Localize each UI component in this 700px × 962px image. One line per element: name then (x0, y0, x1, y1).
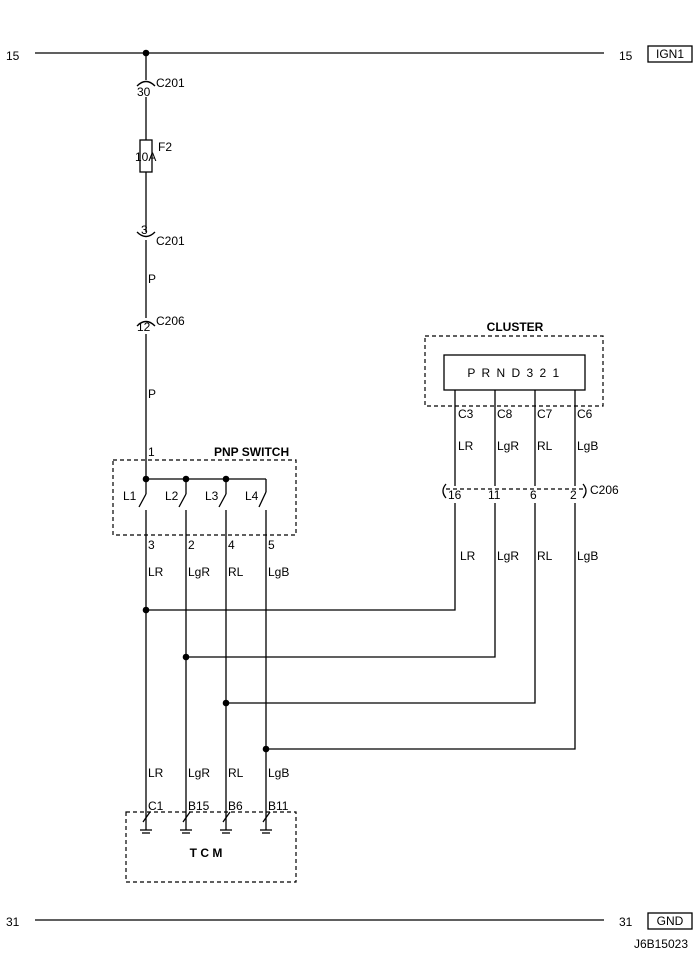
tcm-terminal-b11-icon (260, 811, 272, 834)
c201-bottom-pin: 3 (141, 223, 148, 237)
cluster-lower-wire-color-4: LgB (577, 549, 598, 563)
connector-c201-bottom-symbol (136, 231, 156, 238)
c201-top-name: C201 (156, 76, 185, 90)
pnp-switch: PNP SWITCH 1 L1 L2 L3 L4 3 2 4 5 LR LgR … (112, 445, 297, 579)
junction-lr (142, 606, 150, 614)
pnp-switch-input-pin: 1 (148, 445, 155, 459)
pnp-wire-color-1: LR (148, 565, 164, 579)
tcm-terminal-b6-icon (220, 811, 232, 834)
pnp-wire-color-4: LgB (268, 565, 289, 579)
cluster-wire-color-3: RL (537, 439, 553, 453)
top-rail-tag-box (647, 45, 693, 63)
cluster-lower-wire-color-3: RL (537, 549, 553, 563)
cluster-pin-c7: C7 (537, 407, 553, 421)
bottom-rail-left-number: 31 (6, 915, 20, 929)
cluster-wire-color-1: LR (458, 439, 474, 453)
top-rail: 15 15 IGN1 (6, 45, 693, 63)
cluster-pin-c8: C8 (497, 407, 513, 421)
crossover-lgb (266, 503, 576, 750)
pnp-contact-label-l1: L1 (123, 489, 137, 503)
crossover-wires (142, 503, 576, 753)
pnp-wire-color-3: RL (228, 565, 244, 579)
pnp-bus-junction-2 (182, 475, 190, 483)
supply-line: 30 C201 F2 10A 3 C201 P 12 C206 P (135, 53, 185, 479)
cluster-lower-wire-color-1: LR (460, 549, 476, 563)
figure-id: J6B15023 (634, 937, 688, 951)
top-rail-right-number: 15 (619, 49, 633, 63)
wire-color-p2: P (148, 387, 156, 401)
c206-pin-6: 6 (530, 488, 537, 502)
c201-top-pin: 30 (137, 85, 151, 99)
tcm-pin-c1: C1 (148, 799, 164, 813)
tcm-title: T C M (190, 846, 223, 860)
cluster-wire-color-2: LgR (497, 439, 519, 453)
c206-top-pin: 12 (137, 320, 151, 334)
pnp-contact-label-l2: L2 (165, 489, 179, 503)
c201-bottom-name: C201 (156, 234, 185, 248)
junction-lgb (262, 745, 270, 753)
c206-pin-2: 2 (570, 488, 577, 502)
tcm-terminal-c1-icon (140, 811, 152, 834)
tcm-pin-b11: B11 (268, 799, 289, 813)
cluster-display-box (443, 354, 586, 391)
c206-right-bracket (582, 483, 587, 499)
tcm-pin-b15: B15 (188, 799, 210, 813)
cluster-wire-color-4: LgB (577, 439, 598, 453)
junction-lgr (182, 653, 190, 661)
pnp-switch-boundary (112, 459, 297, 536)
tcm: LR LgR RL LgB C1 B15 B6 B11 (125, 766, 297, 883)
c206-left-bracket (442, 483, 447, 499)
pnp-output-pin-1: 3 (148, 538, 155, 552)
tcm-boundary (125, 811, 297, 883)
junction-rl (222, 699, 230, 707)
bottom-rail: 31 31 GND (6, 912, 693, 930)
top-rail-tag: IGN1 (656, 47, 684, 61)
pnp-bus-junction-3 (222, 475, 230, 483)
pnp-contact-label-l4: L4 (245, 489, 259, 503)
bottom-rail-tag: GND (657, 914, 684, 928)
pnp-bus-junction-1 (142, 475, 150, 483)
pnp-output-pin-2: 2 (188, 538, 195, 552)
tcm-terminal-b15-icon (180, 811, 192, 834)
switch-to-tcm-wires (145, 510, 267, 820)
top-rail-left-number: 15 (6, 49, 20, 63)
cluster-lower-wire-color-2: LgR (497, 549, 519, 563)
pnp-output-pin-4: 5 (268, 538, 275, 552)
connector-c201-top-symbol (136, 80, 156, 87)
pnp-contact-arm-l4 (258, 491, 267, 508)
pnp-contact-arm-l1 (138, 493, 147, 508)
cluster-title: CLUSTER (487, 320, 544, 334)
crossover-rl (226, 503, 536, 704)
c206-pin-16: 16 (448, 488, 462, 502)
fuse-name: F2 (158, 140, 172, 154)
cluster-boundary (424, 335, 604, 407)
cluster-pin-c6: C6 (577, 407, 593, 421)
tcm-wire-color-3: RL (228, 766, 244, 780)
connector-c206-top-symbol (136, 320, 156, 327)
pnp-contact-label-l3: L3 (205, 489, 219, 503)
c206-top-name: C206 (156, 314, 185, 328)
tcm-wire-color-4: LgB (268, 766, 289, 780)
pnp-output-pin-3: 4 (228, 538, 235, 552)
tcm-pin-b6: B6 (228, 799, 243, 813)
pnp-switch-title: PNP SWITCH (214, 445, 289, 459)
crossover-lgr (186, 503, 496, 658)
bottom-rail-tag-box (647, 912, 693, 930)
tcm-wire-color-1: LR (148, 766, 164, 780)
pnp-wire-color-2: LgR (188, 565, 210, 579)
bottom-rail-right-number: 31 (619, 915, 633, 929)
cluster-display: P R N D 3 2 1 (467, 366, 560, 380)
pnp-contact-arm-l3 (218, 493, 227, 508)
c206-pin-11: 11 (488, 488, 501, 502)
fuse-rating: 10A (135, 150, 156, 164)
c206-name: C206 (590, 483, 619, 497)
pnp-contact-arm-l2 (178, 493, 187, 508)
wire-color-p1: P (148, 272, 156, 286)
tcm-wire-color-2: LgR (188, 766, 210, 780)
cluster: CLUSTER P R N D 3 2 1 C3 C8 C7 C6 LR LgR… (424, 320, 619, 563)
cluster-pin-c3: C3 (458, 407, 474, 421)
crossover-lr (146, 503, 456, 611)
